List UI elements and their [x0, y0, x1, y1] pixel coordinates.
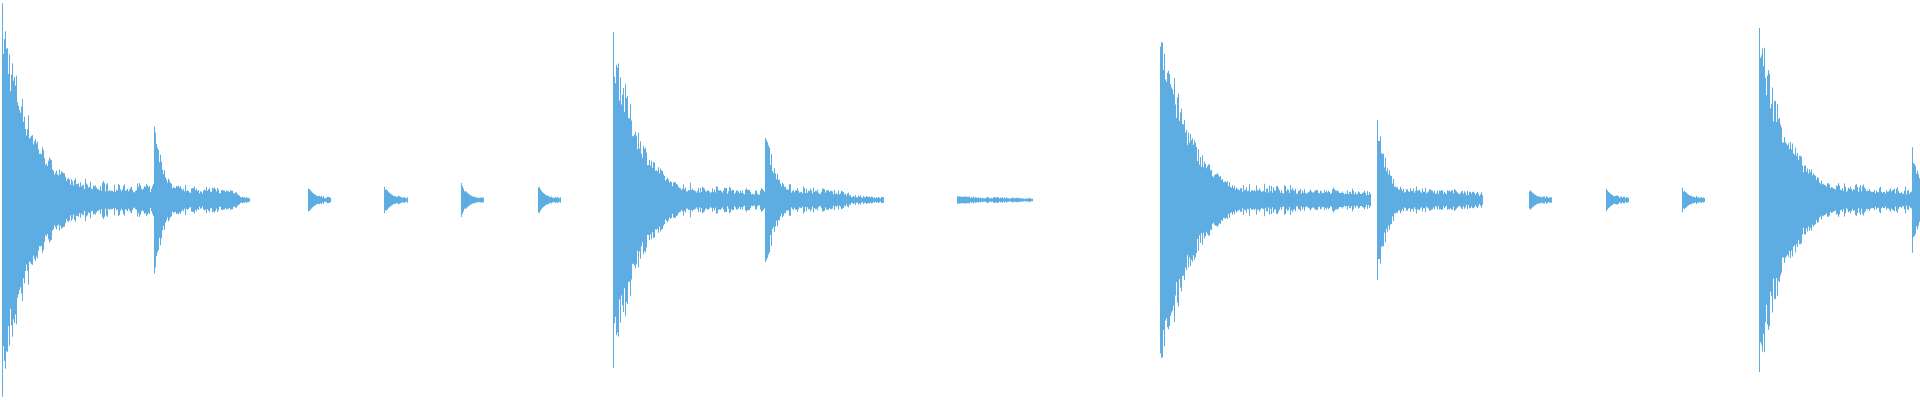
waveform-peaks: [2, 3, 1920, 397]
